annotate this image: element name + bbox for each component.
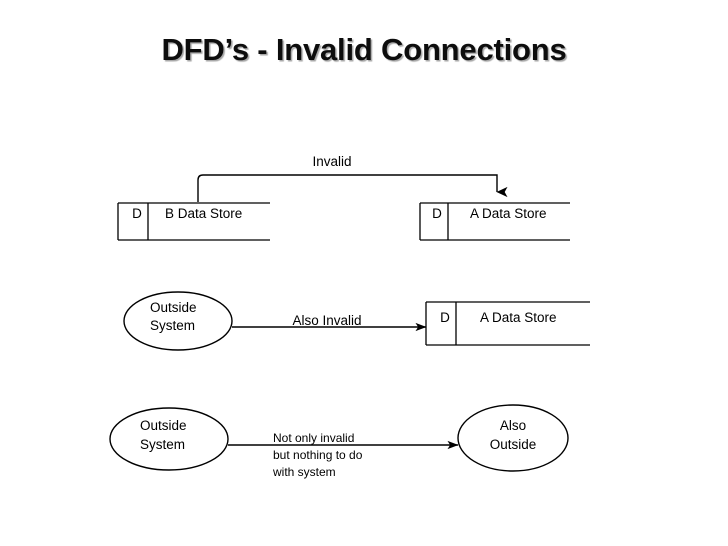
external-entity-outside-system-row3	[109, 407, 229, 471]
data-store-b-letter: D	[132, 206, 142, 221]
data-store-a-row1-name: A Data Store	[470, 206, 547, 221]
entity-row2-line-1: Outside	[150, 300, 197, 315]
connector-label-line-1: Not only invalid	[273, 431, 355, 445]
entity-row3-line-2: System	[140, 437, 186, 452]
connector-invalid	[197, 174, 508, 202]
page-title: DFD’s - Invalid Connections	[161, 32, 567, 67]
entity-row3-line-1: Outside	[140, 418, 187, 433]
connector-label-line-3: with system	[273, 465, 336, 479]
data-store-a-row2-letter: D	[440, 310, 450, 325]
entity-row2-line-2: System	[150, 318, 196, 333]
data-store-a-row1-letter: D	[432, 206, 442, 221]
data-store-a-row2	[425, 301, 590, 346]
connector-label-invalid: Invalid	[312, 154, 352, 169]
data-store-b	[117, 202, 270, 241]
external-entity-outside-system-row2	[123, 291, 233, 351]
data-store-a-row1	[419, 202, 570, 241]
connector-label-also-invalid: Also Invalid	[292, 313, 362, 328]
external-entity-also-outside	[457, 404, 569, 472]
connector-label-line-2: but nothing to do	[273, 448, 363, 462]
entity-also-outside-line-1: Also	[499, 418, 527, 433]
data-store-a-row2-name: A Data Store	[480, 310, 557, 325]
entity-also-outside-line-2: Outside	[489, 437, 537, 452]
data-store-b-name: B Data Store	[165, 206, 243, 221]
